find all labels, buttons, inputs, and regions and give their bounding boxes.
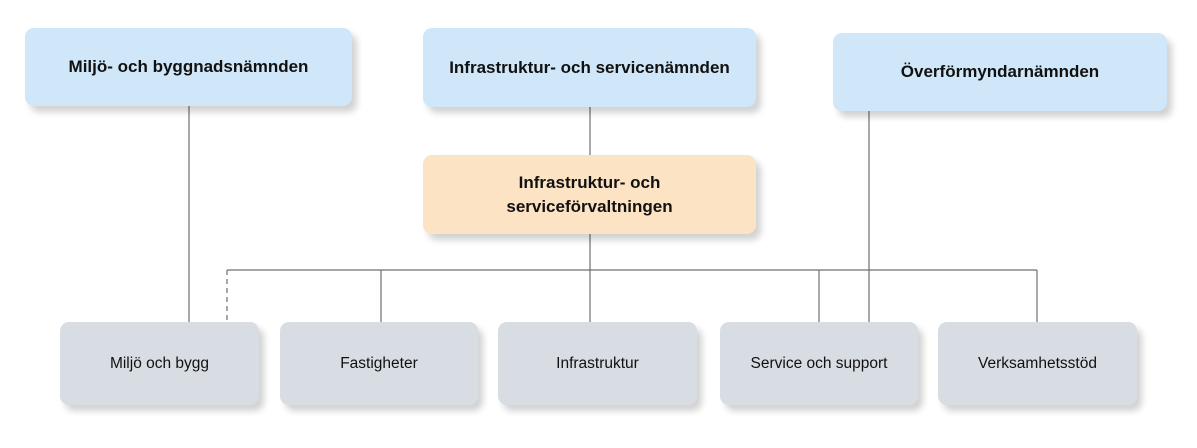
administration-infrastruktur-service: Infrastruktur- och serviceförvaltningen xyxy=(423,155,756,234)
administration-label-line2: serviceförvaltningen xyxy=(506,196,673,216)
committee-infrastruktur-service-label: Infrastruktur- och servicenämnden xyxy=(449,57,730,77)
committee-overformyndar: Överförmyndarnämnden xyxy=(833,33,1167,111)
department-service-support: Service och support xyxy=(720,322,918,405)
department-fastigheter: Fastigheter xyxy=(280,322,478,405)
department-miljo-bygg: Miljö och bygg xyxy=(60,322,259,405)
administration-label-line1: Infrastruktur- och xyxy=(518,172,661,192)
department-verksamhetsstod: Verksamhetsstöd xyxy=(938,322,1137,405)
committee-infrastruktur-service: Infrastruktur- och servicenämnden xyxy=(423,28,756,107)
committee-miljo-bygg: Miljö- och byggnadsnämnden xyxy=(25,28,352,106)
department-label: Infrastruktur xyxy=(556,354,639,372)
committee-miljo-bygg-label: Miljö- och byggnadsnämnden xyxy=(68,57,309,76)
department-label: Verksamhetsstöd xyxy=(978,354,1097,372)
department-label: Fastigheter xyxy=(340,354,418,372)
department-label: Service och support xyxy=(750,354,888,372)
department-label: Miljö och bygg xyxy=(109,354,210,372)
committee-overformyndar-label: Överförmyndarnämnden xyxy=(900,62,1100,81)
department-infrastruktur: Infrastruktur xyxy=(498,322,697,405)
